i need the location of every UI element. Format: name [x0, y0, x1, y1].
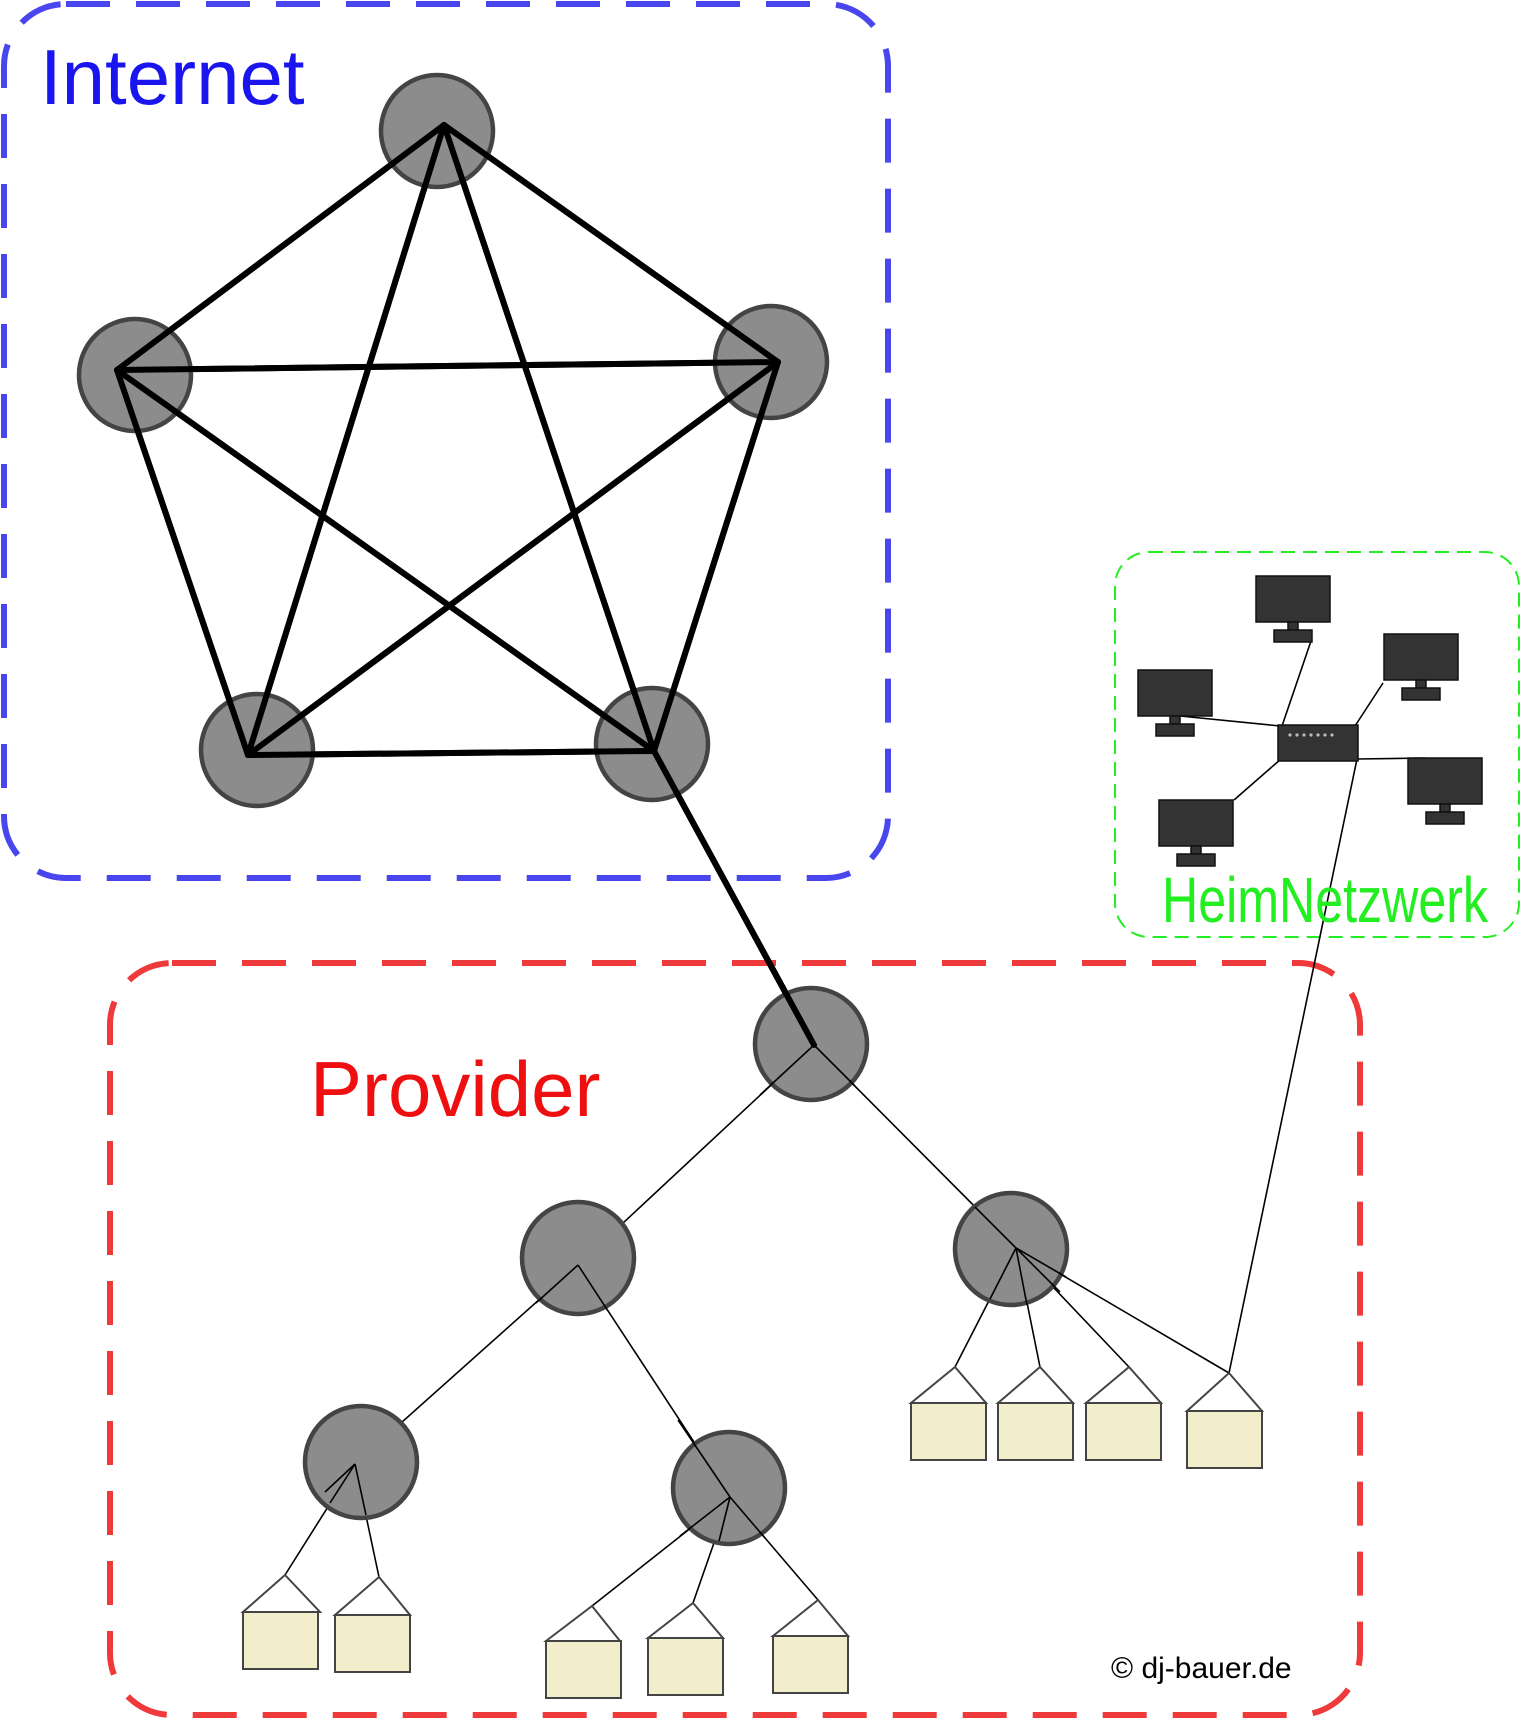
house-icon	[995, 1365, 1076, 1461]
monitor-icon	[1407, 757, 1483, 825]
link-house-to-home-switch	[1228, 758, 1358, 1374]
monitor-icon	[1383, 633, 1459, 701]
provider-node-left-left	[302, 1403, 420, 1521]
houses	[240, 1365, 1265, 1699]
provider-label: Provider	[310, 1045, 600, 1133]
house-icon	[1184, 1371, 1265, 1469]
house-icon	[908, 1365, 989, 1461]
house-icon	[645, 1601, 726, 1696]
internet-boundary	[1, 1, 891, 881]
monitor-icon	[1137, 669, 1213, 737]
monitor-icon	[1158, 799, 1234, 867]
provider-boundary	[107, 960, 1363, 1718]
house-icon	[332, 1575, 413, 1673]
provider-nodes	[302, 985, 1070, 1547]
provider-node-left	[519, 1199, 637, 1317]
house-icon	[770, 1598, 851, 1694]
internet-label: Internet	[40, 33, 305, 121]
network-switch	[1277, 724, 1359, 762]
home-network-boundary	[1114, 551, 1520, 938]
house-icon	[1083, 1365, 1164, 1461]
house-icon	[543, 1604, 623, 1699]
home-network-label: HeimNetzwerk	[1162, 864, 1489, 936]
provider-node-right	[952, 1190, 1070, 1308]
house-icon	[240, 1573, 323, 1670]
computers	[1137, 575, 1483, 867]
monitor-icon	[1255, 575, 1331, 643]
internet-nodes	[76, 72, 830, 809]
provider-node-left-right	[670, 1429, 788, 1547]
switch-icon	[1277, 724, 1359, 762]
copyright-label: © dj-bauer.de	[1111, 1652, 1292, 1685]
